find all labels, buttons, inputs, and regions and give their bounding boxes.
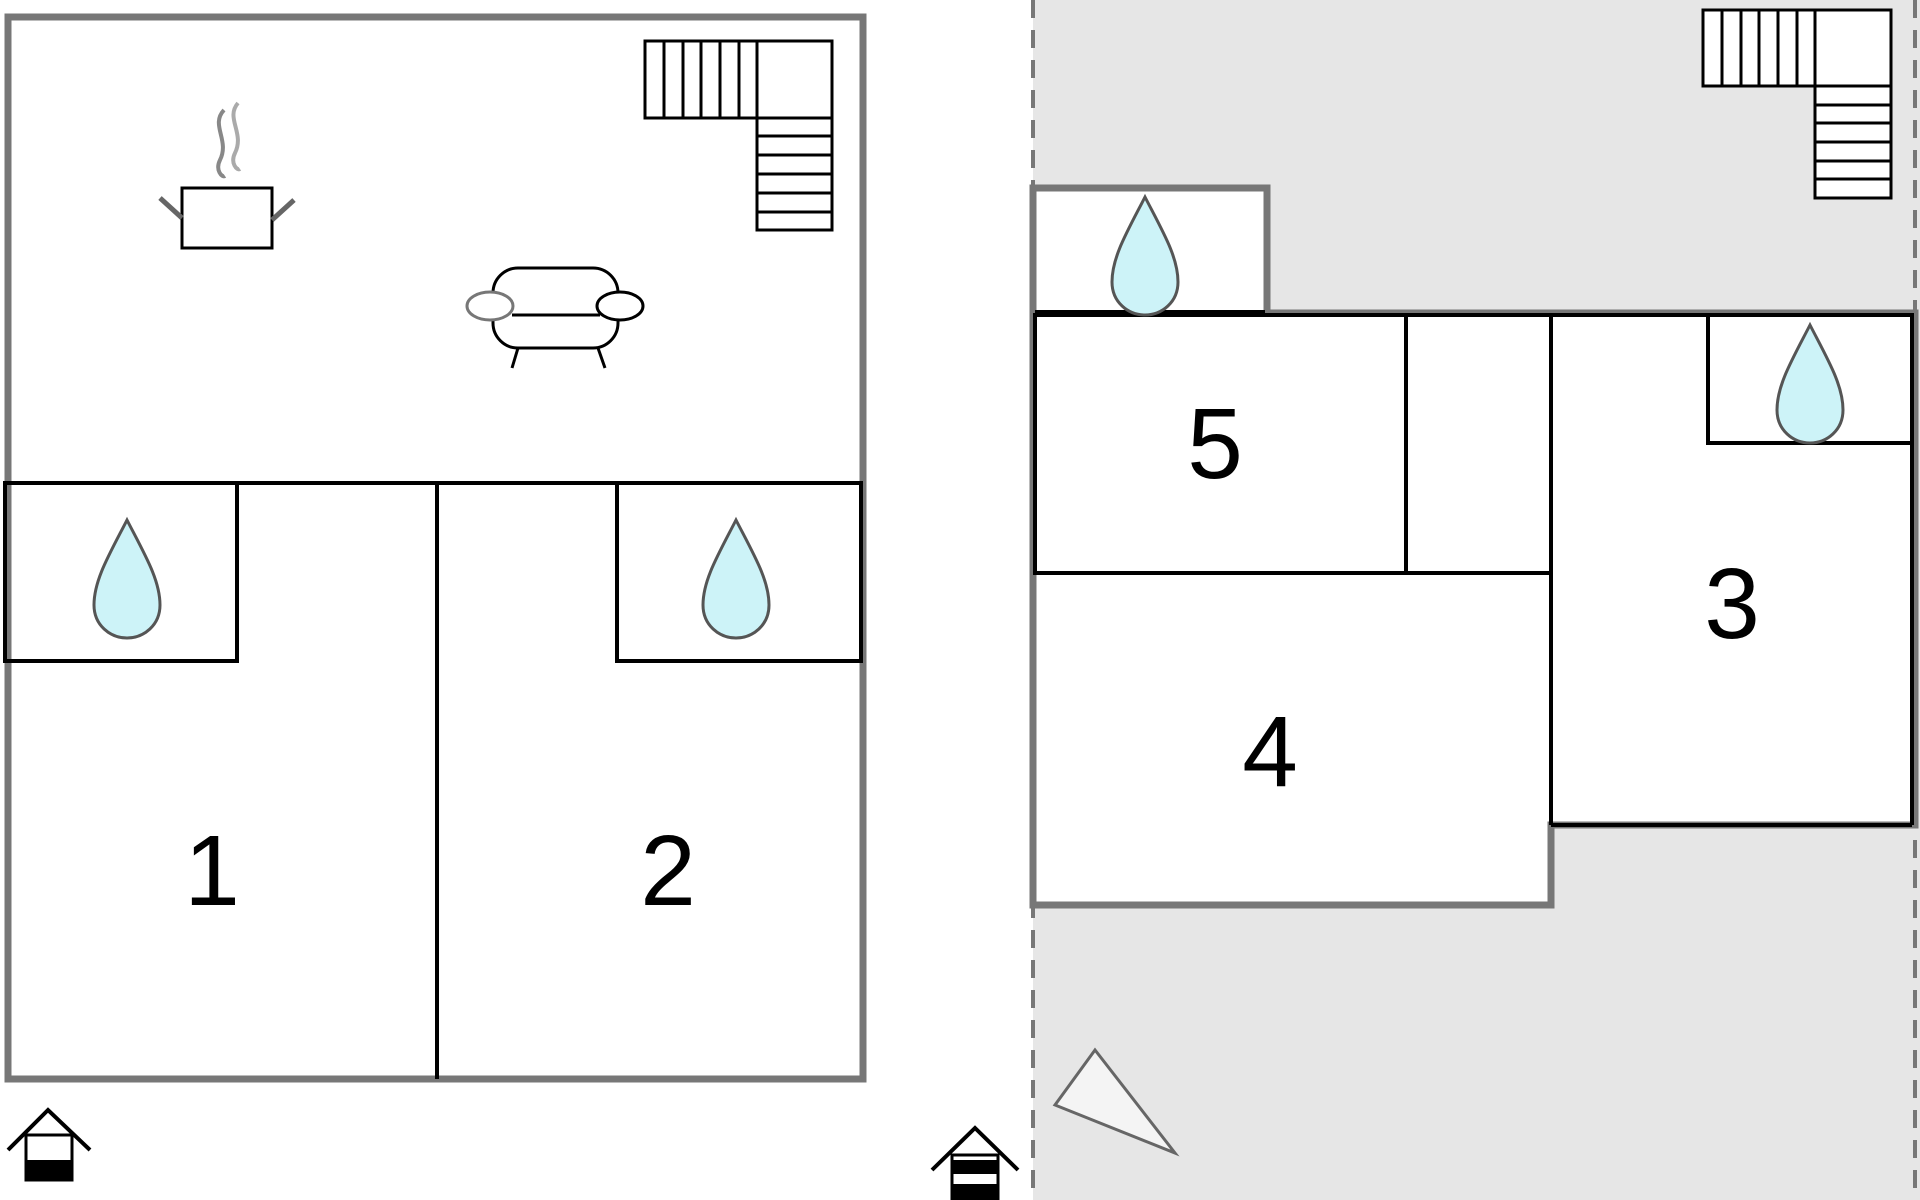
bathroom-left [3,481,239,663]
room-label: 5 [1187,388,1243,500]
room-5 [1033,313,1408,575]
room-label: 2 [640,815,696,927]
bathroom-right [615,481,863,663]
sofa-icon [465,266,645,369]
bathroom-drop-icon [92,516,162,640]
room-label: 1 [184,815,240,927]
stairs-icon [1701,8,1893,200]
entrance-house-icon [930,1125,1020,1200]
compass-north-icon [1052,1047,1180,1157]
room-label: 3 [1704,548,1760,660]
floor-left: 1 2 [3,13,867,1083]
stairs-icon [643,39,834,232]
bathroom-drop-icon [701,516,771,640]
bathroom-drop-icon [1110,193,1180,317]
room-label: 4 [1242,696,1298,808]
bathroom-drop-icon [1775,321,1845,445]
floor-right-building [1033,188,1915,905]
floor-right-outer-wall [1029,184,1919,909]
cooking-pot-icon [158,101,296,250]
floor-right: 5 3 4 [1029,0,1920,1200]
entrance-house-icon [6,1107,92,1182]
